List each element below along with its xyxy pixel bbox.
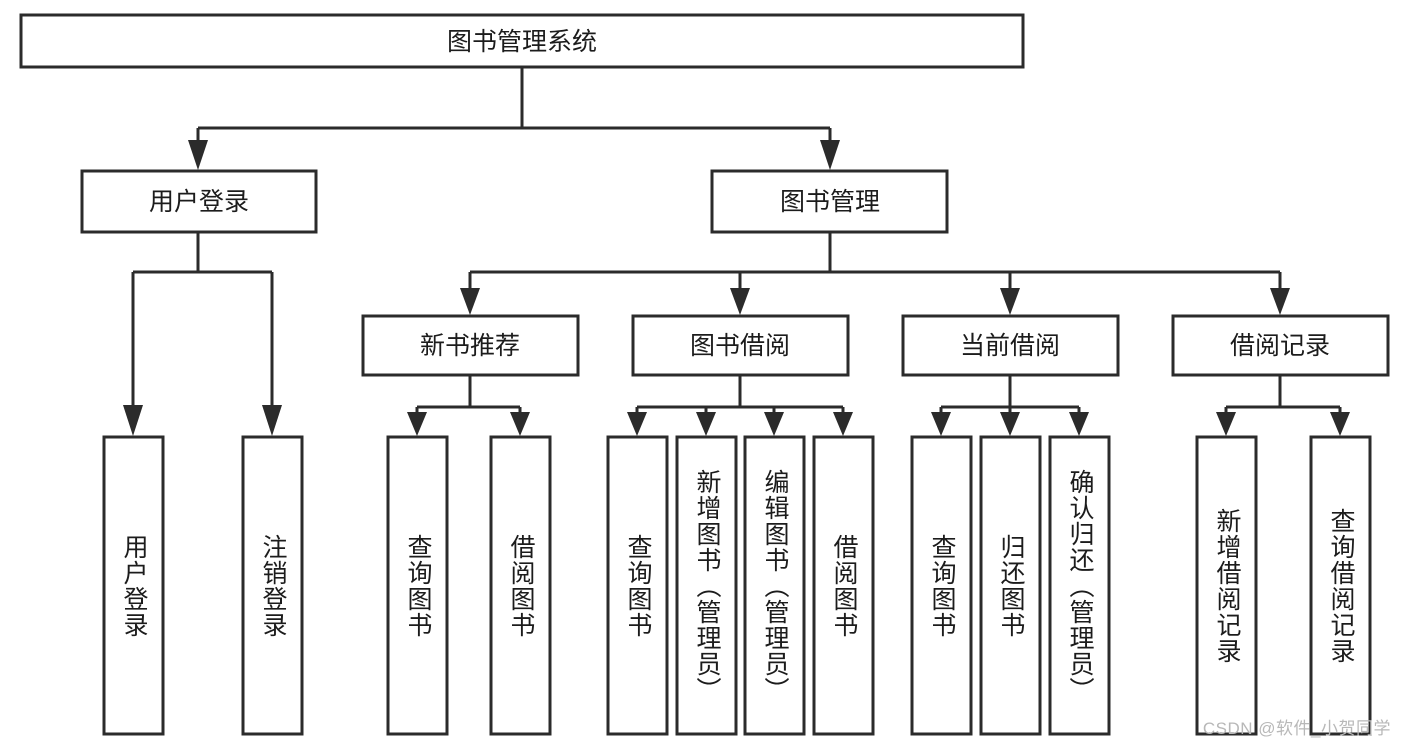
arrow-to-book-management-icon bbox=[820, 140, 840, 170]
node-user-login-label: 用户登录 bbox=[149, 188, 249, 216]
leaf-query-book-1-text-area: 查询图书 bbox=[404, 533, 432, 638]
node-book-borrow-box[interactable] bbox=[631, 314, 850, 377]
leaf-add-book-admin-text-area: 新增图书（管理员） bbox=[693, 468, 721, 703]
leaf-add-book-admin[interactable]: 新增图书（管理员） bbox=[675, 435, 738, 736]
leaf-logout-login-box[interactable] bbox=[241, 435, 304, 736]
leaf-return-book-box[interactable] bbox=[979, 435, 1042, 736]
leaf-edit-book-admin[interactable]: 编辑图书（管理员） bbox=[743, 435, 806, 736]
node-book-borrow-label: 图书借阅 bbox=[690, 332, 790, 360]
leaf-query-borrow-record-text-area: 查询借阅记录 bbox=[1327, 507, 1355, 664]
leaf-query-borrow-record[interactable]: 查询借阅记录 bbox=[1309, 435, 1372, 736]
leaf-borrow-book-1-box[interactable] bbox=[489, 435, 552, 736]
leaf-query-book-2-text-area: 查询图书 bbox=[624, 533, 652, 638]
node-book-borrow[interactable]: 图书借阅 bbox=[631, 314, 850, 377]
arrow-to-leaf-query-book-3-icon bbox=[931, 412, 951, 436]
leaf-borrow-book-2-box[interactable] bbox=[812, 435, 875, 736]
leaf-user-login-label: 用户登录 bbox=[120, 533, 148, 638]
leaf-query-book-2[interactable]: 查询图书 bbox=[606, 435, 669, 736]
leaf-query-book-2-box[interactable] bbox=[606, 435, 669, 736]
leaf-query-book-2-label: 查询图书 bbox=[624, 533, 652, 638]
leaf-return-book[interactable]: 归还图书 bbox=[979, 435, 1042, 736]
leaf-add-borrow-record-box[interactable] bbox=[1195, 435, 1258, 736]
node-root-label: 图书管理系统 bbox=[447, 28, 597, 56]
csdn-watermark: CSDN @软件_小贺同学 bbox=[1202, 719, 1391, 738]
arrow-to-leaf-query-borrow-record-icon bbox=[1330, 412, 1350, 436]
leaf-edit-book-admin-box[interactable] bbox=[743, 435, 806, 736]
node-borrow-record-label: 借阅记录 bbox=[1230, 332, 1330, 360]
leaf-edit-book-admin-text-area: 编辑图书（管理员） bbox=[761, 468, 789, 703]
leaf-borrow-book-2-text-area: 借阅图书 bbox=[830, 533, 858, 638]
arrow-to-user-login-icon bbox=[188, 140, 208, 170]
arrow-to-leaf-query-book-2-icon bbox=[627, 412, 647, 436]
leaf-query-book-3-text-area: 查询图书 bbox=[928, 533, 956, 638]
arrow-to-leaf-query-book-1-icon bbox=[407, 412, 427, 436]
arrow-to-current-borrow-icon bbox=[1000, 288, 1020, 315]
node-root-box[interactable] bbox=[19, 13, 1025, 69]
leaf-query-book-3-label: 查询图书 bbox=[928, 533, 956, 638]
leaf-logout-login[interactable]: 注销登录 bbox=[241, 435, 304, 736]
node-current-borrow-box[interactable] bbox=[901, 314, 1120, 377]
leaf-borrow-book-1[interactable]: 借阅图书 bbox=[489, 435, 552, 736]
arrow-to-book-borrow-icon bbox=[730, 288, 750, 315]
node-user-login-box[interactable] bbox=[80, 169, 318, 234]
leaf-borrow-book-2[interactable]: 借阅图书 bbox=[812, 435, 875, 736]
leaf-add-book-admin-label: 新增图书（管理员） bbox=[693, 468, 721, 703]
leaf-borrow-book-1-text-area: 借阅图书 bbox=[507, 533, 535, 638]
arrow-to-leaf-user-login-icon bbox=[123, 405, 143, 436]
leaf-query-book-1[interactable]: 查询图书 bbox=[386, 435, 449, 736]
leaf-add-borrow-record[interactable]: 新增借阅记录 bbox=[1195, 435, 1258, 736]
node-new-book-recommend[interactable]: 新书推荐 bbox=[361, 314, 580, 377]
node-user-login[interactable]: 用户登录 bbox=[80, 169, 318, 234]
node-borrow-record[interactable]: 借阅记录 bbox=[1171, 314, 1390, 377]
leaf-borrow-book-1-label: 借阅图书 bbox=[507, 533, 535, 638]
leaf-query-book-3[interactable]: 查询图书 bbox=[910, 435, 973, 736]
node-book-management-box[interactable] bbox=[710, 169, 949, 234]
node-new-book-recommend-label: 新书推荐 bbox=[420, 332, 520, 360]
leaf-confirm-return-admin-box[interactable] bbox=[1048, 435, 1111, 736]
leaf-query-book-1-label: 查询图书 bbox=[404, 533, 432, 638]
node-book-management[interactable]: 图书管理 bbox=[710, 169, 949, 234]
leaf-add-borrow-record-text-area: 新增借阅记录 bbox=[1213, 507, 1241, 664]
leaf-borrow-book-2-label: 借阅图书 bbox=[830, 533, 858, 638]
node-current-borrow[interactable]: 当前借阅 bbox=[901, 314, 1120, 377]
leaf-confirm-return-admin-text-area: 确认归还（管理员） bbox=[1066, 468, 1094, 703]
leaf-add-book-admin-box[interactable] bbox=[675, 435, 738, 736]
leaf-confirm-return-admin[interactable]: 确认归还（管理员） bbox=[1048, 435, 1111, 736]
leaf-edit-book-admin-label: 编辑图书（管理员） bbox=[761, 468, 789, 703]
arrow-to-leaf-logout-login-icon bbox=[262, 405, 282, 436]
edge-layer bbox=[123, 67, 1350, 436]
leaf-return-book-label: 归还图书 bbox=[997, 533, 1025, 638]
arrow-to-leaf-add-borrow-record-icon bbox=[1216, 412, 1236, 436]
leaf-query-book-1-box[interactable] bbox=[386, 435, 449, 736]
arrow-to-leaf-confirm-return-admin-icon bbox=[1069, 412, 1089, 436]
node-current-borrow-label: 当前借阅 bbox=[960, 332, 1060, 360]
arrow-to-new-book-recommend-icon bbox=[460, 288, 480, 315]
node-new-book-recommend-box[interactable] bbox=[361, 314, 580, 377]
node-borrow-record-box[interactable] bbox=[1171, 314, 1390, 377]
leaf-user-login-text-area: 用户登录 bbox=[120, 533, 148, 638]
leaf-logout-login-text-area: 注销登录 bbox=[259, 533, 287, 638]
node-book-management-label: 图书管理 bbox=[780, 188, 880, 216]
arrow-to-leaf-edit-book-admin-icon bbox=[764, 412, 784, 436]
arrow-to-borrow-record-icon bbox=[1270, 288, 1290, 315]
leaf-add-borrow-record-label: 新增借阅记录 bbox=[1213, 507, 1241, 664]
leaf-query-borrow-record-box[interactable] bbox=[1309, 435, 1372, 736]
leaf-return-book-text-area: 归还图书 bbox=[997, 533, 1025, 638]
leaf-logout-login-label: 注销登录 bbox=[259, 533, 287, 638]
leaf-query-book-3-box[interactable] bbox=[910, 435, 973, 736]
leaf-user-login-box[interactable] bbox=[102, 435, 165, 736]
arrow-to-leaf-borrow-book-2-icon bbox=[833, 412, 853, 436]
arrow-to-leaf-return-book-icon bbox=[1000, 412, 1020, 436]
leaf-user-login[interactable]: 用户登录 bbox=[102, 435, 165, 736]
arrow-to-leaf-borrow-book-1-icon bbox=[510, 412, 530, 436]
leaf-confirm-return-admin-label: 确认归还（管理员） bbox=[1066, 468, 1094, 703]
node-root[interactable]: 图书管理系统 bbox=[19, 13, 1025, 69]
arrow-to-leaf-add-book-admin-icon bbox=[696, 412, 716, 436]
leaf-query-borrow-record-label: 查询借阅记录 bbox=[1327, 507, 1355, 664]
